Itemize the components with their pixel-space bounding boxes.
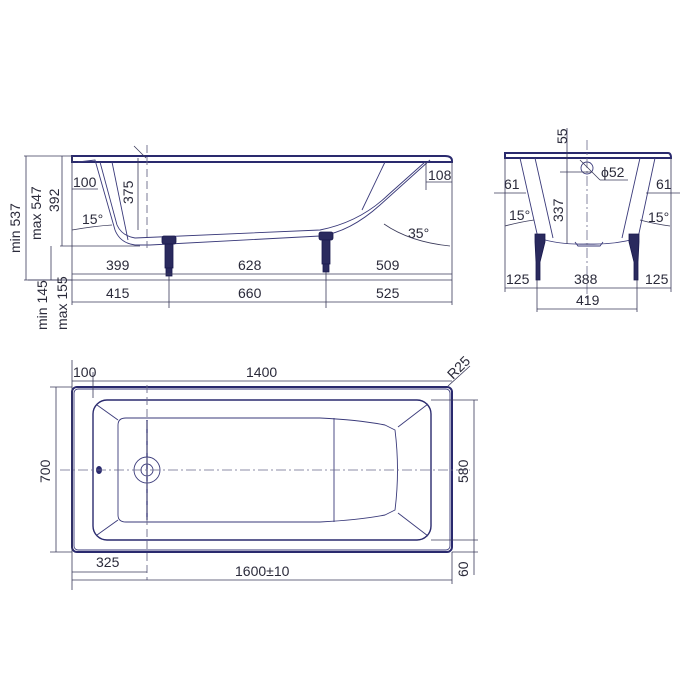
label-angle-35: 35° [408, 225, 429, 241]
top-rim-outer [71, 386, 453, 553]
label-55: 55 [554, 128, 570, 144]
label-1400: 1400 [246, 364, 277, 380]
label-60: 60 [455, 561, 471, 577]
label-1600: 1600±10 [235, 563, 290, 579]
label-388: 388 [574, 271, 598, 287]
label-100-top: 100 [73, 364, 97, 380]
label-max-155: max 155 [54, 276, 70, 330]
label-108: 108 [428, 167, 452, 183]
leg-right [318, 231, 334, 273]
label-phi-52: ϕ52 [601, 164, 625, 180]
label-min-537: min 537 [7, 203, 23, 253]
label-392: 392 [46, 188, 62, 212]
end-leg-left [534, 233, 546, 281]
label-375: 375 [120, 180, 136, 204]
leg-left [161, 235, 177, 277]
label-125-left: 125 [506, 271, 530, 287]
side-rim [71, 155, 453, 163]
label-525: 525 [376, 285, 400, 301]
label-angle-15: 15° [82, 211, 103, 227]
label-min-145: min 145 [34, 280, 50, 330]
label-700: 700 [37, 459, 53, 483]
side-body-outer [77, 159, 431, 246]
label-325: 325 [96, 554, 120, 570]
end-leg-right [628, 233, 640, 281]
end-rim [504, 152, 673, 159]
top-basin-inner [117, 417, 398, 523]
label-580: 580 [455, 459, 471, 483]
label-415: 415 [106, 285, 130, 301]
label-337: 337 [550, 198, 566, 222]
label-15-right: 15° [648, 209, 669, 225]
side-view: min 537 max 547 392 375 100 15° 35° 108 … [7, 145, 453, 330]
top-view: 100 1400 R25 700 580 60 325 1600±10 [37, 352, 478, 590]
label-419: 419 [576, 292, 600, 308]
label-509: 509 [376, 257, 400, 273]
label-max-547: max 547 [28, 186, 44, 240]
label-15-left: 15° [509, 207, 530, 223]
label-628: 628 [238, 257, 262, 273]
label-61-left: 61 [504, 176, 520, 192]
label-61-right: 61 [656, 176, 672, 192]
label-660: 660 [238, 285, 262, 301]
side-body-inner [99, 161, 426, 239]
label-100: 100 [73, 174, 97, 190]
label-125-right: 125 [645, 271, 669, 287]
end-view: 55 ϕ52 337 61 61 15° 15° 125 388 125 419 [494, 128, 680, 312]
label-399: 399 [106, 257, 130, 273]
label-r25: R25 [444, 352, 474, 382]
end-body-outer [519, 157, 656, 245]
